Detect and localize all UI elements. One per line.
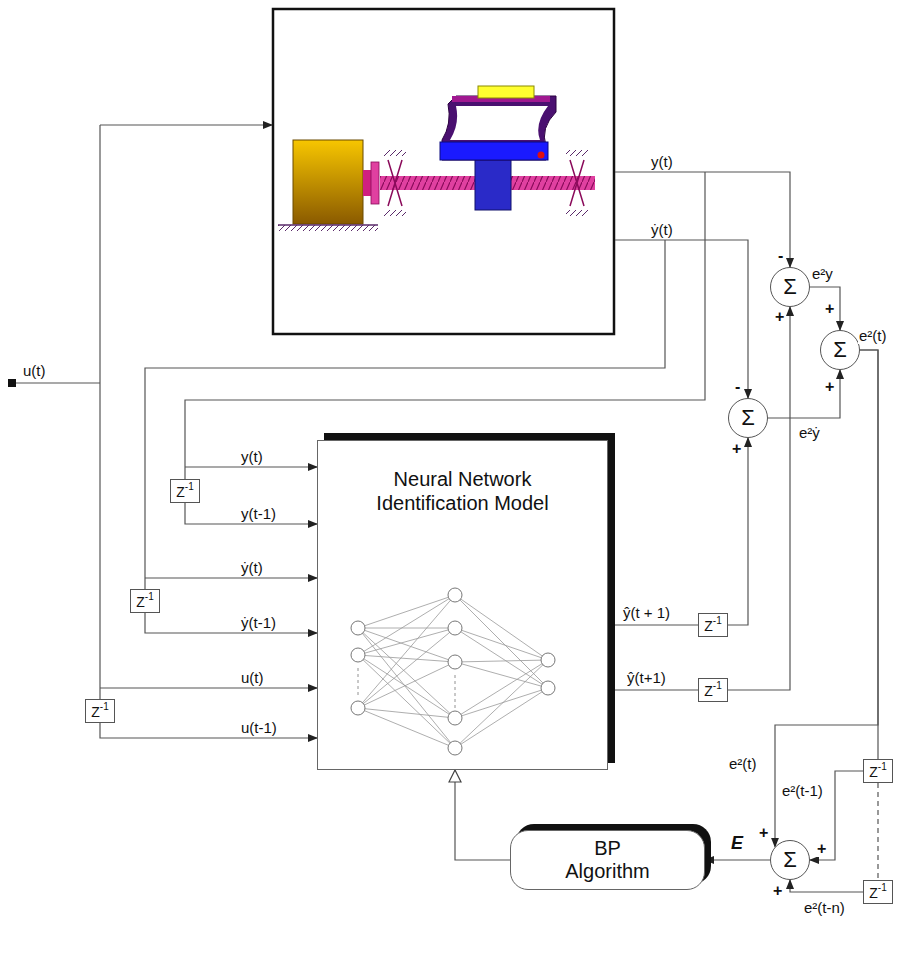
sum-junction: Σ (728, 398, 768, 438)
sign-label: - (734, 378, 741, 395)
sign-label: + (824, 378, 835, 395)
signal-wire (728, 438, 748, 625)
signal-wire (768, 370, 840, 418)
signal-wire (608, 689, 698, 690)
signal-label: y(t) (650, 153, 674, 170)
sign-label: + (816, 840, 827, 857)
sign-label: + (758, 824, 769, 841)
delay-exponent: -1 (145, 591, 154, 602)
signal-label: u(t-1) (240, 719, 278, 736)
signal-wire (728, 307, 790, 690)
delay-box: Z-1 (698, 678, 728, 702)
delay-symbol: Z (136, 594, 145, 610)
sign-label: + (824, 300, 835, 317)
signal-wire (145, 613, 317, 633)
signal-label: y(t-1) (240, 505, 277, 522)
signal-label: y(t) (240, 448, 264, 465)
signal-label: e²(t-n) (803, 899, 846, 916)
delay-exponent: -1 (100, 701, 109, 712)
signal-wire (860, 350, 878, 759)
delay-symbol: Z (869, 764, 878, 780)
signal-label: u(t) (22, 362, 47, 379)
signal-label: ẏ(t) (240, 559, 264, 576)
signal-label: e²(t) (858, 327, 888, 344)
sum-symbol: Σ (783, 274, 797, 299)
sum-symbol: Σ (833, 337, 847, 362)
box-title: BP Algorithm (553, 837, 663, 883)
delay-symbol: Z (704, 683, 713, 699)
signal-label: ẏ(t) (650, 221, 674, 238)
algorithm-box: BP Algorithm (510, 830, 705, 890)
delay-symbol: Z (91, 704, 100, 720)
signal-wire (455, 770, 510, 860)
sum-junction: Σ (770, 840, 810, 880)
delay-exponent: -1 (713, 615, 722, 626)
signal-label: e²(t-1) (781, 782, 824, 799)
sum-junction: Σ (820, 330, 860, 370)
delay-exponent: -1 (878, 761, 887, 772)
sign-label: + (774, 308, 785, 325)
delay-exponent: -1 (185, 481, 194, 492)
signal-wire (790, 880, 863, 892)
delay-exponent: -1 (713, 680, 722, 691)
signal-label: ŷ(t+1) (626, 669, 667, 686)
sum-junction: Σ (770, 267, 810, 307)
signal-wire (877, 783, 878, 880)
signal-wire (185, 503, 317, 524)
signal-label: e²ẏ (798, 424, 821, 441)
model-box: Neural Network Identification Model (317, 440, 608, 770)
delay-box: Z-1 (130, 589, 160, 613)
sum-symbol: Σ (783, 847, 797, 872)
delay-box: Z-1 (85, 699, 115, 723)
signal-label: ẏ(t-1) (240, 614, 277, 631)
signal-label: e²(t) (728, 755, 758, 772)
delay-box: Z-1 (698, 613, 728, 637)
signal-label: ẏ̂(t + 1) (622, 604, 671, 621)
delay-exponent: -1 (878, 882, 887, 893)
sign-label: + (772, 882, 783, 899)
signal-wire (100, 723, 317, 738)
signal-wire (810, 287, 840, 330)
sum-symbol: Σ (741, 405, 755, 430)
signal-wire (608, 624, 698, 625)
sign-label: + (731, 440, 742, 457)
signal-label: u(t) (240, 669, 265, 686)
signal-label: E (730, 835, 744, 852)
delay-symbol: Z (704, 618, 713, 634)
signal-wire (705, 859, 770, 860)
signal-label: e²y (811, 265, 834, 282)
delay-box: Z-1 (863, 880, 893, 904)
delay-box: Z-1 (863, 759, 893, 783)
delay-box: Z-1 (170, 479, 200, 503)
sign-label: - (777, 247, 784, 264)
delay-symbol: Z (869, 885, 878, 901)
delay-symbol: Z (176, 484, 185, 500)
box-title: Neural Network Identification Model (368, 467, 558, 515)
